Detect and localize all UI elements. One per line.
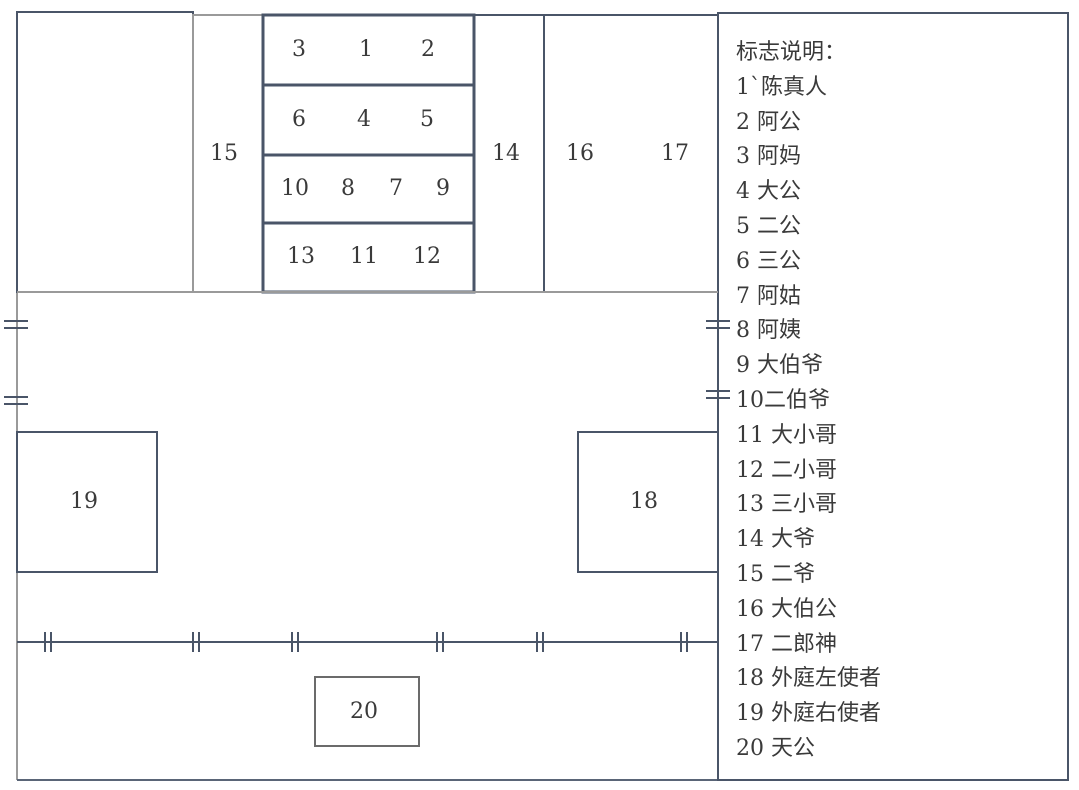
legend-frame [717,12,1069,781]
legend-item-14: 14 大爷 [736,527,815,553]
legend-item-10: 10二伯爷 [736,387,830,413]
room-20 [314,676,420,747]
label-12: 12 [413,244,441,269]
legend-item-8: 8 阿姨 [736,318,801,344]
legend-item-19: 19 外庭右使者 [736,701,881,727]
legend-item-1: 1`陈真人 [736,74,827,100]
label-4: 4 [357,107,371,132]
label-5: 5 [420,107,434,132]
legend: 标志说明： 1`陈真人 2 阿公 3 阿妈 4 大公 5 二公 6 三公 7 阿… [736,36,881,767]
label-8: 8 [341,176,355,201]
legend-item-12: 12 二小哥 [736,457,837,483]
label-10: 10 [281,176,309,201]
left-door-marks [4,320,28,405]
legend-item-9: 9 大伯爷 [736,353,823,379]
label-9: 9 [436,176,450,201]
legend-item-2: 2 阿公 [736,109,801,135]
legend-item-5: 5 二公 [736,213,801,239]
label-1: 1 [359,37,373,62]
legend-item-4: 4 大公 [736,179,801,205]
label-6: 6 [292,107,306,132]
legend-item-11: 11 大小哥 [736,422,837,448]
label-20: 20 [350,699,378,724]
label-17: 17 [661,141,689,166]
legend-item-6: 6 三公 [736,248,801,274]
room-19 [16,431,158,573]
right-door-marks [706,320,730,399]
room-18 [577,431,719,573]
fence-marks [44,632,688,652]
legend-item-17: 17 二郎神 [736,631,837,657]
legend-item-7: 7 阿姑 [736,283,801,309]
label-13: 13 [287,244,315,269]
top-left-room [16,11,194,293]
legend-item-20: 20 天公 [736,735,815,761]
label-7: 7 [389,176,403,201]
label-15: 15 [210,141,238,166]
label-16: 16 [566,141,594,166]
legend-item-13: 13 三小哥 [736,492,837,518]
legend-item-18: 18 外庭左使者 [736,666,881,692]
legend-title: 标志说明： [736,40,847,65]
label-2: 2 [421,37,435,62]
label-19: 19 [70,489,98,514]
legend-item-15: 15 二爷 [736,561,815,587]
label-14: 14 [492,141,520,166]
legend-item-16: 16 大伯公 [736,596,837,622]
label-3: 3 [292,37,306,62]
label-11: 11 [350,244,378,269]
legend-item-3: 3 阿妈 [736,144,801,170]
label-18: 18 [630,489,658,514]
